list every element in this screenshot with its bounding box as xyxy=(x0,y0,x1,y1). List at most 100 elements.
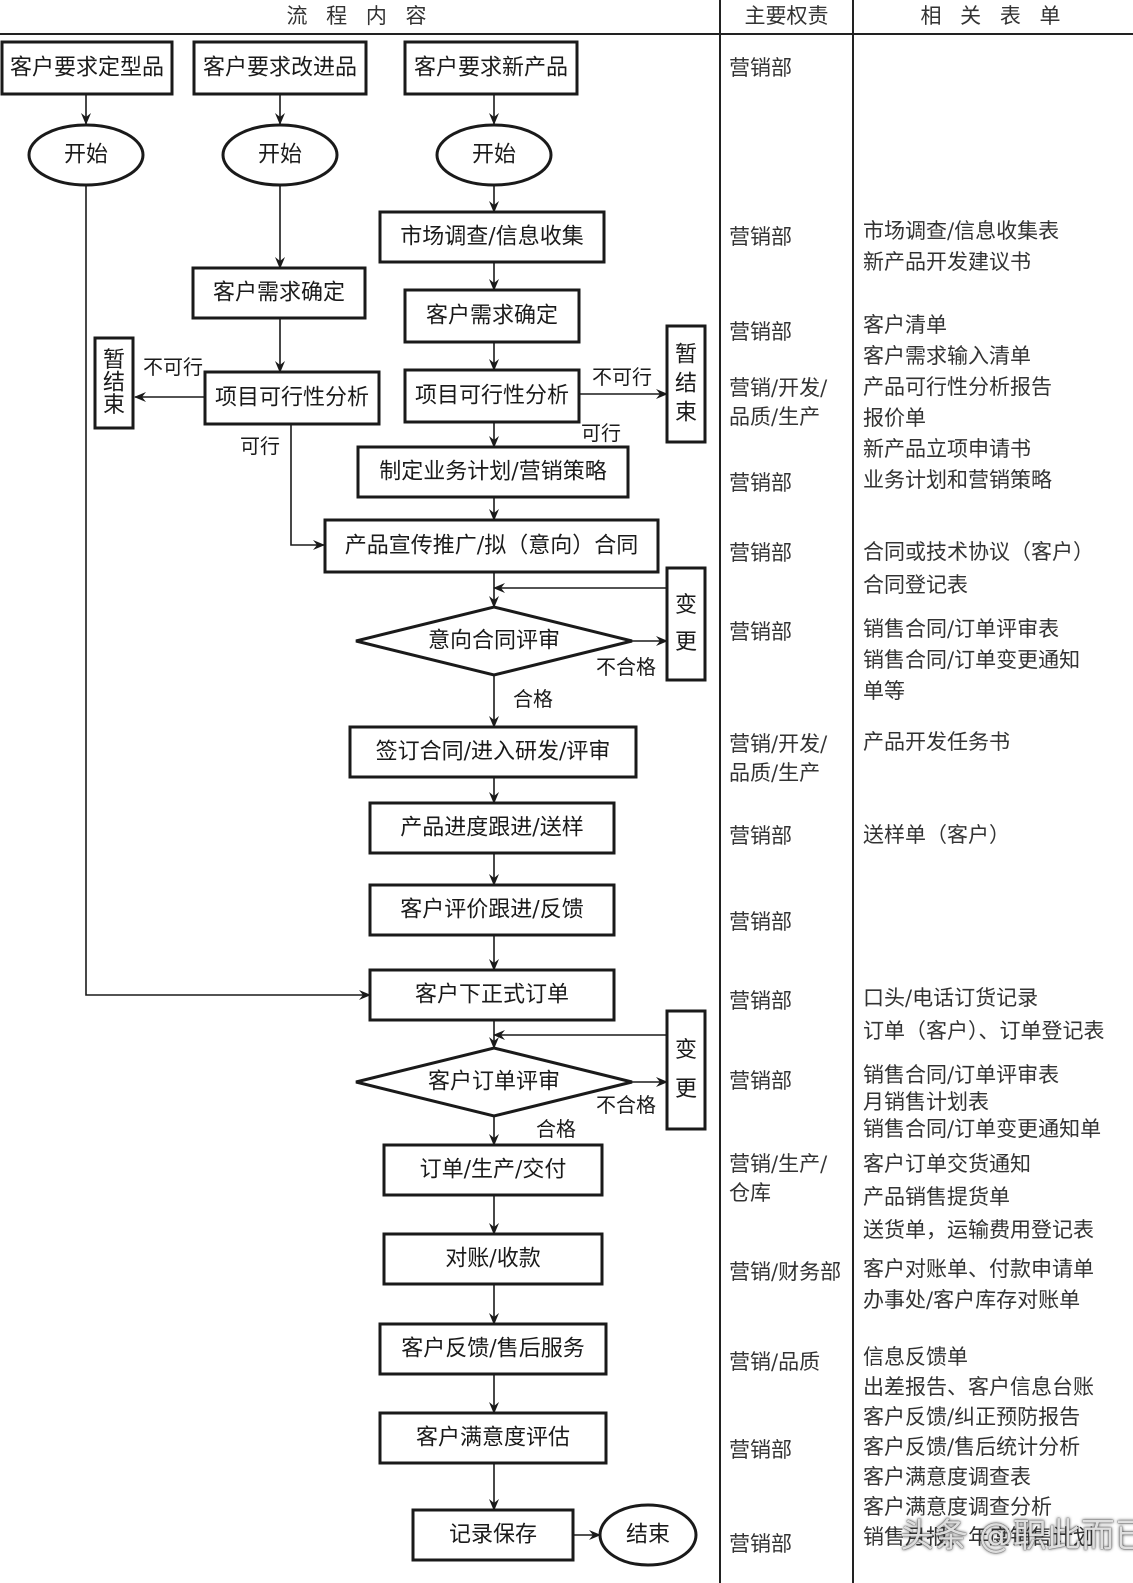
watermark: 头条 @职此而已 xyxy=(900,1516,1133,1556)
source-improved-product-label: 客户要求改进品 xyxy=(203,56,357,81)
market-research-box-label: 市场调查/信息收集 xyxy=(400,225,583,250)
responsibility-entry: 营销部 xyxy=(729,989,792,1013)
reconcile-box[interactable]: 对账/收款 xyxy=(382,1232,604,1286)
order-review-diamond-label: 客户订单评审 xyxy=(428,1070,560,1095)
evaluation-follow-box-label: 客户评价跟进/反馈 xyxy=(400,898,583,923)
start-oval-improved-label: 开始 xyxy=(258,143,302,168)
promotion-box-label: 产品宣传推广/拟（意向）合同 xyxy=(345,534,638,559)
pause-end-right-box-char: 结 xyxy=(675,372,697,397)
responsibility-entry: 营销部 xyxy=(729,620,792,644)
pause-end-right-box-char: 暂 xyxy=(675,343,697,368)
progress-follow-box[interactable]: 产品进度跟进/送样 xyxy=(368,801,616,855)
evaluation-follow-box[interactable]: 客户评价跟进/反馈 xyxy=(368,883,616,937)
pause-end-left-box-char: 束 xyxy=(103,393,125,418)
responsibility-entry: 营销/开发/ 品质/生产 xyxy=(729,732,828,785)
responsibility-entry: 营销部 xyxy=(729,910,792,934)
promotion-box[interactable]: 产品宣传推广/拟（意向）合同 xyxy=(323,518,660,574)
edge-label-fail-1: 不合格 xyxy=(596,655,656,679)
pause-end-left-box-char: 暂 xyxy=(103,348,125,373)
order-production-box[interactable]: 订单/生产/交付 xyxy=(382,1143,604,1197)
responsibility-entry: 营销部 xyxy=(729,1532,792,1556)
feasibility-new-box[interactable]: 项目可行性分析 xyxy=(403,368,581,424)
record-box-label: 记录保存 xyxy=(449,1523,537,1548)
column-divider-process xyxy=(719,0,721,1583)
req-confirm-improve-box[interactable]: 客户需求确定 xyxy=(191,266,367,320)
responsibility-entry: 营销部 xyxy=(729,1069,792,1093)
sign-contract-box-label: 签订合同/进入研发/评审 xyxy=(376,740,611,765)
satisfaction-box-label: 客户满意度评估 xyxy=(416,1426,570,1451)
start-oval-standard-label: 开始 xyxy=(64,143,108,168)
responsibility-entry: 营销部 xyxy=(729,320,792,344)
req-confirm-new-box[interactable]: 客户需求确定 xyxy=(403,288,581,344)
change-box-2-char: 变 xyxy=(675,1038,697,1063)
responsibility-entry: 营销部 xyxy=(729,824,792,848)
reconcile-box-label: 对账/收款 xyxy=(445,1247,540,1272)
start-oval-improved[interactable]: 开始 xyxy=(221,123,339,187)
responsibility-entry: 营销部 xyxy=(729,471,792,495)
related-forms-entry: 合同或技术协议（客户） 合同登记表 xyxy=(863,540,1094,597)
related-forms-entry: 市场调查/信息收集表 新产品开发建议书 xyxy=(863,219,1060,274)
progress-follow-box-label: 产品进度跟进/送样 xyxy=(400,816,583,841)
business-plan-box-label: 制定业务计划/营销策略 xyxy=(379,460,606,485)
source-standard-product[interactable]: 客户要求定型品 xyxy=(0,40,174,96)
after-sales-box-label: 客户反馈/售后服务 xyxy=(401,1337,584,1362)
end-oval-label: 结束 xyxy=(626,1523,670,1548)
edge-label-fail-2: 不合格 xyxy=(596,1093,656,1117)
change-box-1[interactable]: 变更 xyxy=(665,566,707,682)
header-divider xyxy=(0,33,1133,35)
related-forms-entry: 客户订单交货通知 产品销售提货单 送货单，运输费用登记表 xyxy=(863,1152,1094,1242)
header-process: 流 程 内 容 xyxy=(286,4,433,28)
related-forms-entry: 销售合同/订单评审表 月销售计划表 销售合同/订单变更通知单 xyxy=(863,1063,1102,1141)
source-new-product-label: 客户要求新产品 xyxy=(414,56,568,81)
req-confirm-improve-box-label: 客户需求确定 xyxy=(213,281,345,306)
record-box[interactable]: 记录保存 xyxy=(411,1508,575,1562)
source-improved-product[interactable]: 客户要求改进品 xyxy=(192,40,368,96)
responsibility-entry: 营销部 xyxy=(729,225,792,249)
related-forms-entry: 口头/电话订货记录 订单（客户）、订单登记表 xyxy=(863,986,1105,1043)
pause-end-right-box-char: 束 xyxy=(675,401,697,426)
header-forms: 相 关 表 单 xyxy=(920,4,1067,28)
source-standard-product-label: 客户要求定型品 xyxy=(10,56,164,81)
connector-arrow xyxy=(85,185,371,1000)
edge-label-pass-1: 合格 xyxy=(513,687,553,711)
responsibility-entry: 营销/财务部 xyxy=(729,1260,842,1284)
responsibility-entry: 营销部 xyxy=(729,541,792,565)
related-forms-entry: 信息反馈单 出差报告、客户信息台账 客户反馈/纠正预防报告 客户反馈/售后统计分… xyxy=(863,1345,1094,1549)
source-new-product[interactable]: 客户要求新产品 xyxy=(403,40,579,96)
responsibility-entry: 营销/品质 xyxy=(729,1350,821,1374)
end-oval[interactable]: 结束 xyxy=(598,1503,698,1567)
header-responsibility: 主要权责 xyxy=(744,4,829,28)
pause-end-left-box-char: 结 xyxy=(103,371,125,396)
after-sales-box[interactable]: 客户反馈/售后服务 xyxy=(378,1322,608,1376)
sign-contract-box[interactable]: 签订合同/进入研发/评审 xyxy=(348,725,638,779)
start-oval-new[interactable]: 开始 xyxy=(435,123,553,187)
edge-label-feasible-right: 可行 xyxy=(581,421,621,445)
edge-label-not-feasible-left: 不可行 xyxy=(143,355,203,379)
formal-order-box-label: 客户下正式订单 xyxy=(415,983,569,1008)
related-forms-entry: 客户对账单、付款申请单 办事处/客户库存对账单 xyxy=(863,1257,1094,1312)
req-confirm-new-box-label: 客户需求确定 xyxy=(426,304,558,329)
business-plan-box[interactable]: 制定业务计划/营销策略 xyxy=(356,445,630,499)
related-forms-entry: 客户清单 客户需求输入清单 产品可行性分析报告 报价单 新产品立项申请书 业务计… xyxy=(863,313,1052,492)
start-oval-new-label: 开始 xyxy=(472,143,516,168)
feasibility-new-box-label: 项目可行性分析 xyxy=(415,384,569,409)
order-review-diamond[interactable]: 客户订单评审 xyxy=(355,1046,633,1118)
intent-review-diamond-label: 意向合同评审 xyxy=(428,629,560,654)
pause-end-right-box[interactable]: 暂结束 xyxy=(665,324,707,444)
change-box-2[interactable]: 变更 xyxy=(665,1009,707,1131)
intent-review-diamond[interactable]: 意向合同评审 xyxy=(355,605,633,677)
satisfaction-box[interactable]: 客户满意度评估 xyxy=(378,1411,608,1465)
change-box-1-char: 更 xyxy=(675,630,697,655)
start-oval-standard[interactable]: 开始 xyxy=(27,123,145,187)
market-research-box[interactable]: 市场调查/信息收集 xyxy=(378,210,606,264)
related-forms-entry: 产品开发任务书 xyxy=(863,730,1010,754)
feasibility-improve-box-label: 项目可行性分析 xyxy=(215,386,369,411)
formal-order-box[interactable]: 客户下正式订单 xyxy=(368,968,616,1022)
related-forms-entry: 送样单（客户） xyxy=(863,823,1010,847)
connector-arrow xyxy=(290,424,325,550)
pause-end-left-box[interactable]: 暂结束 xyxy=(93,336,135,430)
edge-label-feasible-left: 可行 xyxy=(240,434,280,458)
change-box-2-char: 更 xyxy=(675,1077,697,1102)
feasibility-improve-box[interactable]: 项目可行性分析 xyxy=(203,370,381,426)
